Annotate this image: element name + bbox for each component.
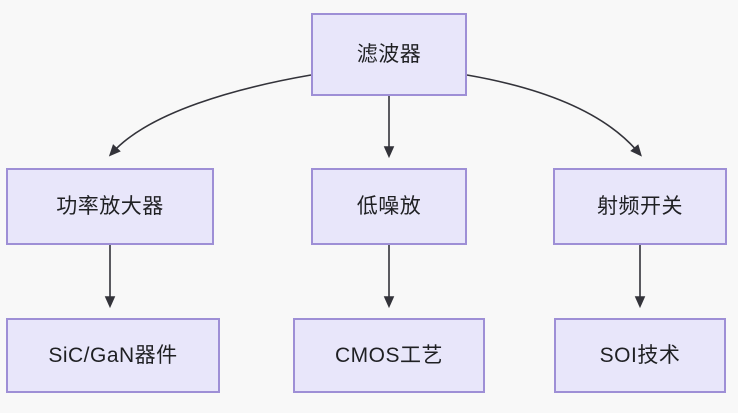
node-sic-gan-device-label: SiC/GaN器件: [48, 344, 178, 367]
node-sic-gan-device[interactable]: SiC/GaN器件: [6, 318, 220, 393]
node-rf-switch[interactable]: 射频开关: [553, 168, 727, 245]
node-filter[interactable]: 滤波器: [311, 13, 467, 96]
node-power-amplifier-label: 功率放大器: [56, 195, 164, 218]
edge-filter-to-rfsw: [466, 74, 642, 157]
node-soi-technology[interactable]: SOI技术: [554, 318, 726, 393]
node-filter-label: 滤波器: [356, 43, 422, 66]
node-cmos-process-label: CMOS工艺: [335, 344, 443, 367]
node-cmos-process[interactable]: CMOS工艺: [293, 318, 485, 393]
node-low-noise-amplifier[interactable]: 低噪放: [311, 168, 467, 245]
node-power-amplifier[interactable]: 功率放大器: [6, 168, 214, 245]
node-rf-switch-label: 射频开关: [597, 195, 683, 218]
node-soi-technology-label: SOI技术: [599, 344, 681, 367]
edge-filter-to-pa: [108, 74, 312, 157]
node-low-noise-amplifier-label: 低噪放: [356, 195, 422, 218]
